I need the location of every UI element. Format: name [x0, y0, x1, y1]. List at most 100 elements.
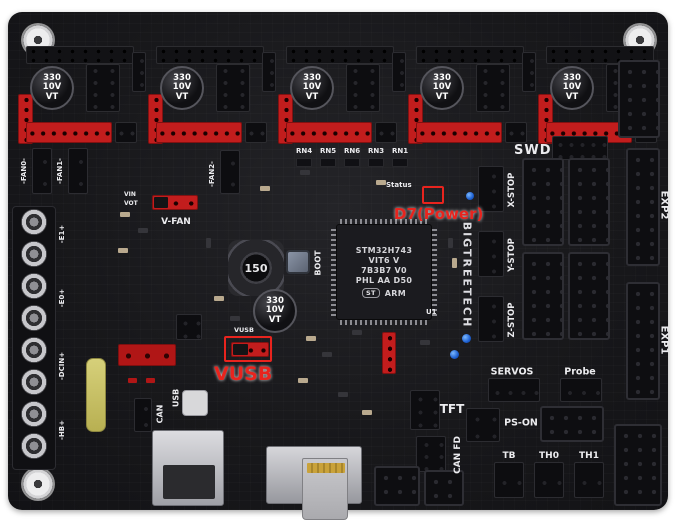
swd-header — [552, 136, 608, 160]
capacitor-label: 330 — [43, 73, 61, 84]
probe-label: Probe — [564, 366, 596, 378]
servos-label: SERVOS — [490, 366, 534, 378]
vusb-annotation-box — [224, 336, 272, 362]
capacitor-label: 330 — [173, 73, 191, 84]
shrouded-header — [568, 158, 610, 246]
smd-component — [420, 340, 430, 345]
driver-socket-black — [375, 122, 397, 143]
polyfuse — [182, 390, 208, 416]
vin-label: VIN — [124, 191, 136, 198]
driver-pin-header — [416, 46, 524, 64]
pin-header — [262, 52, 276, 92]
can-fd-label: CAN FD — [453, 436, 463, 474]
bottom-connector — [614, 424, 662, 506]
y-stop-label: Y-STOP — [507, 238, 517, 272]
fan1-connector — [68, 148, 88, 194]
mounting-hole — [23, 469, 53, 499]
smd-component — [146, 378, 155, 383]
z-stop-connector — [478, 296, 504, 342]
fuse — [86, 358, 106, 432]
smd-component — [298, 378, 308, 383]
rn4-label: RN4 — [296, 147, 313, 155]
rn3-label: RN3 — [368, 147, 385, 155]
blue-led — [450, 350, 459, 359]
red-header — [382, 332, 396, 374]
v-fan-label: V-FAN — [161, 217, 191, 227]
red-terminal-block — [118, 344, 176, 366]
driver-socket-red — [286, 122, 372, 143]
d7-annotation-box — [422, 186, 444, 204]
capacitor-label: VT — [305, 91, 319, 102]
power-inductor: 150 — [228, 240, 284, 296]
blue-led — [466, 192, 474, 200]
x-stop-connector — [478, 166, 504, 212]
resistor-network — [368, 158, 384, 167]
rn1-label: RN1 — [392, 147, 409, 155]
vusb-silk-label: VUSB — [234, 326, 254, 334]
electrolytic-capacitor: 330 10V VT — [253, 289, 297, 333]
smd-component — [322, 352, 332, 357]
shrouded-header — [522, 252, 564, 340]
capacitor-label: 10V — [562, 82, 582, 93]
capacitor-label: 10V — [42, 82, 62, 93]
driver-socket-black — [115, 122, 137, 143]
capacitor-label: 330 — [433, 73, 451, 84]
exp2-label: EXP2 — [658, 190, 670, 220]
capacitor-label: 10V — [302, 82, 322, 93]
th0-label: TH0 — [539, 451, 559, 461]
exp2-header — [626, 148, 660, 266]
smd-component — [120, 212, 130, 217]
terminal-label-e1: -E1+ — [58, 224, 66, 244]
fan0-label: -FAN0- — [20, 158, 28, 184]
driver-pin-block — [216, 64, 250, 112]
smd-component — [306, 336, 316, 341]
y-stop-connector — [478, 231, 504, 277]
screw-terminal — [21, 273, 47, 299]
mcu-chip: STM32H743 VIT6 V 7B3B7 V0 PHL AA D50 ST … — [336, 224, 432, 320]
shrouded-header — [618, 60, 660, 138]
stepper-driver-section: 330 10V VT — [408, 46, 534, 148]
terminal-label-e0: -E0+ — [58, 288, 66, 308]
driver-socket-black — [505, 122, 527, 143]
fan1-label: -FAN1- — [56, 158, 64, 184]
capacitor-label: 330 — [563, 73, 581, 84]
mcu-marking: 7B3B7 V0 — [361, 266, 407, 275]
stepper-driver-section: 330 10V VT — [18, 46, 144, 148]
status-label: Status — [386, 181, 412, 189]
capacitor-label: VT — [435, 91, 449, 102]
capacitor-label: 10V — [172, 82, 192, 93]
mcu-marking: PHL AA D50 — [355, 276, 413, 285]
capacitor-label: 330 — [266, 296, 284, 307]
stepper-driver-section: 330 10V VT — [278, 46, 404, 148]
rn5-label: RN5 — [320, 147, 337, 155]
driver-socket-red — [26, 122, 112, 143]
usb-slot — [163, 465, 215, 499]
driver-socket-black — [245, 122, 267, 143]
jumper-cap — [233, 344, 248, 355]
jumper-cap — [154, 197, 168, 208]
electrolytic-capacitor: 330 10V VT — [290, 66, 334, 110]
capacitor-label: 330 — [303, 73, 321, 84]
mcu-pins — [432, 228, 437, 316]
tb-label: TB — [502, 451, 516, 461]
capacitor-label: VT — [45, 91, 59, 102]
tft-connector — [410, 390, 440, 430]
pin-header — [522, 52, 536, 92]
capacitor-label: VT — [268, 314, 282, 325]
smd-component — [376, 180, 386, 185]
servos-connector — [488, 378, 540, 402]
shrouded-header — [540, 406, 604, 442]
vot-label: VOT — [124, 200, 138, 207]
pin-header — [392, 52, 406, 92]
vusb-annotation: VUSB — [214, 363, 273, 385]
fan0-connector — [32, 148, 52, 194]
screw-terminal — [21, 241, 47, 267]
driver-pin-block — [476, 64, 510, 112]
sd-card-contacts — [307, 463, 345, 473]
swd-label: SWD — [514, 143, 552, 158]
mcu-pins — [331, 228, 336, 316]
screw-terminal — [21, 305, 47, 331]
screw-terminal — [21, 209, 47, 235]
mcu-marking: STM32H743 — [355, 246, 413, 255]
